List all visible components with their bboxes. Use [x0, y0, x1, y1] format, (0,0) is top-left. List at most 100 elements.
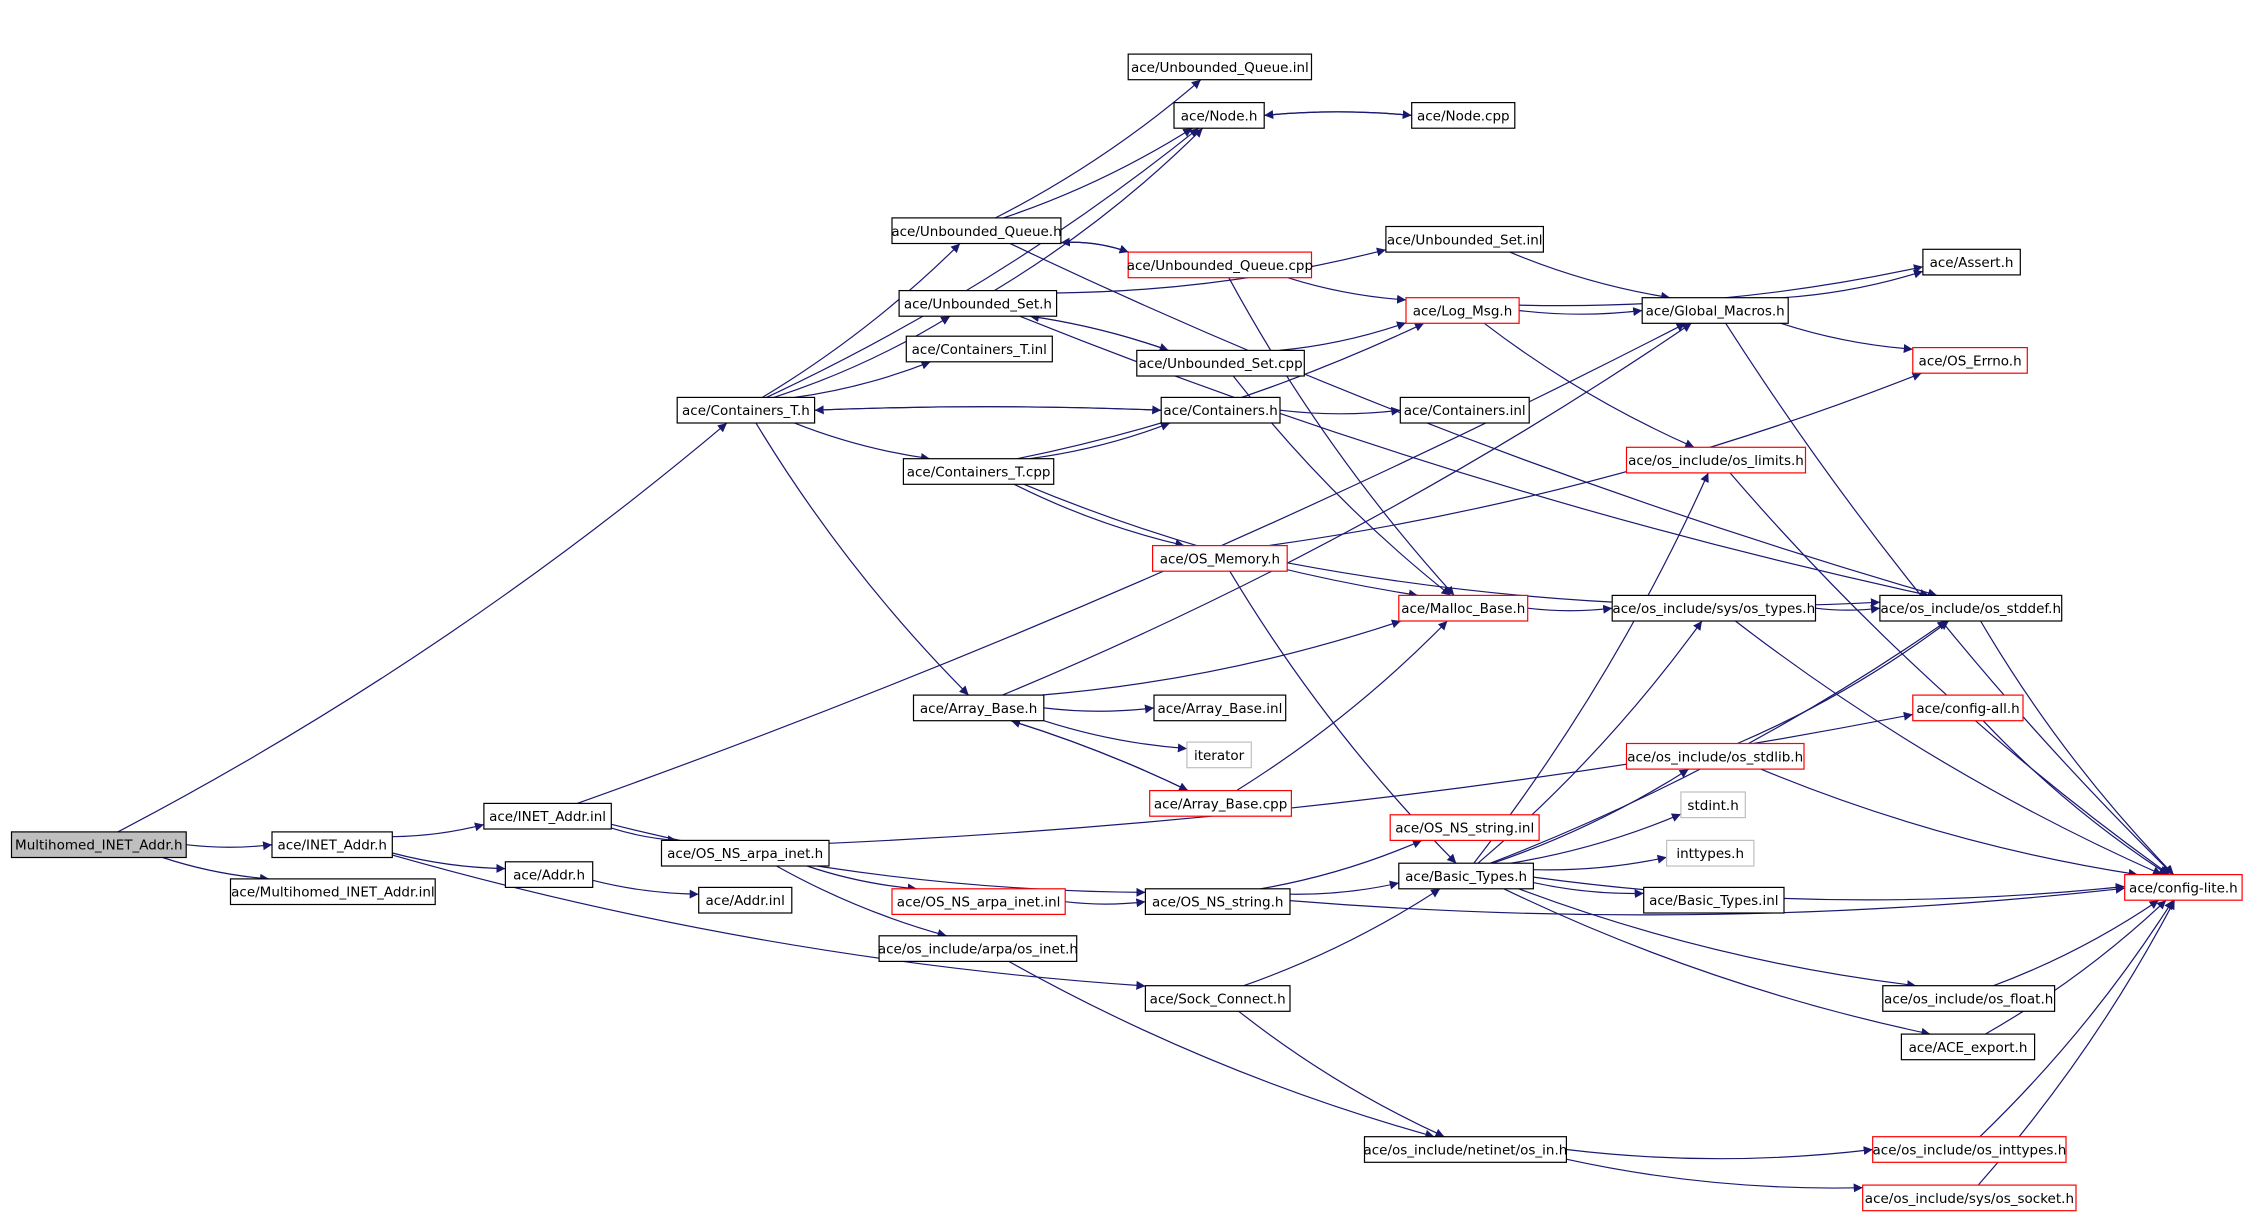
node-array-base-cpp[interactable]: ace/Array_Base.cpp [1149, 789, 1292, 817]
node-box [891, 888, 1066, 915]
node-assert-h[interactable]: ace/Assert.h [1922, 248, 2021, 276]
node-os-inet-h[interactable]: ace/os_include/arpa/os_inet.h [878, 935, 1078, 962]
edge-os_inttypes_h-to-config_lite_h [1979, 899, 2174, 1138]
edge-os_ns_string_h-to-config_lite_h [1289, 884, 2125, 916]
node-label: ace/Basic_Types.h [1405, 869, 1527, 885]
edge-unbounded_set_h-to-unbounded_set_inl [1056, 247, 1387, 294]
node-node-h[interactable]: ace/Node.h [1173, 101, 1265, 129]
node-box [1144, 985, 1291, 1012]
node-os-float-h[interactable]: ace/os_include/os_float.h [1882, 985, 2056, 1012]
node-os-inttypes-h[interactable]: ace/os_include/os_inttypes.h [1872, 1136, 2067, 1163]
node-containers-t-inl[interactable]: ace/Containers_T.inl [905, 335, 1053, 363]
edge-os_ns_arpa_inet_inl-to-os_ns_string_h [1065, 898, 1146, 908]
edge-global_macros_h-to-os_errno_h [1780, 322, 1913, 354]
node-inet-addr-inl[interactable]: ace/INET_Addr.inl [483, 802, 612, 830]
node-config-lite-h[interactable]: ace/config-lite.h [2124, 873, 2243, 901]
node-array-base-h[interactable]: ace/Array_Base.h [912, 694, 1045, 722]
node-label: ace/OS_Errno.h [1919, 353, 2022, 369]
edge-basic_types_h-to-os_float_h [1518, 888, 1917, 990]
edge-containers_t_h-to-array_base_h [755, 422, 970, 696]
node-unbounded-set-h[interactable]: ace/Unbounded_Set.h [898, 290, 1058, 317]
node-box [1912, 347, 2028, 374]
edge-malloc_base_h-to-os_types_h [1527, 604, 1613, 614]
node-label: ace/os_include/sys/os_socket.h [1865, 1191, 2074, 1207]
node-label: ace/OS_Memory.h [1160, 551, 1280, 567]
node-addr-inl[interactable]: ace/Addr.inl [698, 886, 793, 914]
node-unbounded-queue-cpp[interactable]: ace/Unbounded_Queue.cpp [1127, 251, 1313, 279]
node-os-limits-h[interactable]: ace/os_include/os_limits.h [1625, 446, 1807, 474]
node-basic-types-inl[interactable]: ace/Basic_Types.inl [1643, 886, 1785, 914]
node-containers-t-cpp[interactable]: ace/Containers_T.cpp [902, 458, 1055, 485]
node-config-all-h[interactable]: ace/config-all.h [1912, 694, 2024, 722]
node-unbounded-set-cpp[interactable]: ace/Unbounded_Set.cpp [1136, 349, 1305, 377]
node-box [1153, 694, 1287, 722]
node-containers-t-h[interactable]: ace/Containers_T.h [676, 396, 816, 424]
node-unbounded-queue-inl[interactable]: ace/Unbounded_Queue.inl [1127, 53, 1313, 81]
node-basic-types-h[interactable]: ace/Basic_Types.h [1398, 862, 1535, 890]
node-node-cpp[interactable]: ace/Node.cpp [1411, 101, 1516, 129]
edge-array_base_cpp-to-malloc_base_h [1236, 620, 1448, 792]
node-box [483, 802, 612, 830]
node-os-memory-h[interactable]: ace/OS_Memory.h [1151, 544, 1288, 572]
node-label: ace/Assert.h [1930, 255, 2014, 271]
edge-containers_t_cpp-to-containers_h [1029, 422, 1171, 460]
node-os-ns-arpa-inet-inl[interactable]: ace/OS_NS_arpa_inet.inl [891, 888, 1066, 915]
node-iterator[interactable]: iterator [1186, 741, 1252, 769]
node-os-stddef-h[interactable]: ace/os_include/os_stddef.h [1879, 594, 2063, 622]
node-inet-addr-h[interactable]: ace/INET_Addr.h [271, 831, 393, 859]
node-unbounded-queue-h[interactable]: ace/Unbounded_Queue.h [891, 217, 1062, 245]
node-os-stdlib-h[interactable]: ace/os_include/os_stdlib.h [1625, 742, 1805, 770]
edge-os_stdlib_h-to-os_stddef_h [1737, 620, 1950, 745]
node-box [676, 396, 816, 424]
node-ace-export-h[interactable]: ace/ACE_export.h [1900, 1033, 2036, 1061]
edge-containers_h-to-containers_inl [1279, 406, 1401, 416]
node-os-types-h[interactable]: ace/os_include/sys/os_types.h [1611, 594, 1817, 622]
node-containers-inl[interactable]: ace/Containers.inl [1399, 396, 1530, 424]
node-box [698, 886, 793, 914]
node-os-errno-h[interactable]: ace/OS_Errno.h [1912, 347, 2028, 374]
edge-containers_t_h-to-unbounded_queue_h [762, 243, 961, 398]
node-global-macros-h[interactable]: ace/Global_Macros.h [1641, 297, 1789, 324]
node-os-ns-string-h[interactable]: ace/OS_NS_string.h [1144, 888, 1291, 915]
node-label: ace/INET_Addr.inl [489, 809, 606, 825]
node-os-socket-h[interactable]: ace/os_include/sys/os_socket.h [1862, 1184, 2077, 1212]
node-label: ace/os_include/os_stddef.h [1881, 601, 2061, 617]
node-root[interactable]: Multihomed_INET_Addr.h [10, 831, 187, 859]
node-label: stdint.h [1687, 798, 1738, 814]
edge-os_ns_arpa_inet_h-to-os_inet_h [776, 865, 947, 938]
node-box [271, 831, 393, 859]
node-array-base-inl[interactable]: ace/Array_Base.inl [1153, 694, 1287, 722]
node-addr-h[interactable]: ace/Addr.h [504, 861, 594, 888]
edge-ace_export_h-to-config_lite_h [1985, 899, 2167, 1035]
node-label: ace/Unbounded_Set.h [904, 296, 1052, 312]
node-label: ace/config-all.h [1916, 701, 2019, 717]
edge-unbounded_queue_cpp-to-log_msg_h [1287, 277, 1407, 304]
node-containers-h[interactable]: ace/Containers.h [1160, 396, 1281, 424]
edge-os_inet_h-to-os_in_h [1008, 960, 1435, 1139]
node-log-msg-h[interactable]: ace/Log_Msg.h [1405, 297, 1520, 324]
edge-os_stdlib_h-to-config_lite_h [1760, 768, 2138, 878]
node-box [1127, 251, 1313, 279]
node-os-ns-arpa-inet-h[interactable]: ace/OS_NS_arpa_inet.h [660, 839, 830, 867]
node-unbounded-set-inl[interactable]: ace/Unbounded_Set.inl [1385, 225, 1545, 253]
node-multihomed-inl[interactable]: ace/Multihomed_INET_Addr.inl [229, 878, 436, 906]
node-malloc-base-h[interactable]: ace/Malloc_Base.h [1398, 594, 1529, 622]
edge-os_ns_arpa_inet_h-to-config_all_h [828, 711, 1913, 844]
node-stdint-h[interactable]: stdint.h [1680, 791, 1746, 819]
node-label: ace/os_include/arpa/os_inet.h [878, 942, 1078, 958]
node-label: ace/Addr.inl [706, 893, 785, 909]
node-sock-connect-h[interactable]: ace/Sock_Connect.h [1144, 985, 1291, 1012]
node-box [1160, 396, 1281, 424]
node-label: ace/Multihomed_INET_Addr.inl [231, 885, 435, 901]
edge-containers_t_cpp-to-malloc_base_h [1023, 483, 1418, 599]
edge-log_msg_h-to-os_limits_h [1483, 322, 1695, 448]
edge-basic_types_h-to-os_stddef_h [1490, 620, 1948, 864]
edge-containers_t_h-to-containers_t_inl [794, 360, 931, 398]
edge-os_float_h-to-config_lite_h [1993, 899, 2160, 987]
node-inttypes-h[interactable]: inttypes.h [1665, 839, 1755, 867]
node-os-ns-string-inl[interactable]: ace/OS_NS_string.inl [1389, 814, 1540, 841]
node-box [1127, 53, 1313, 81]
node-os-in-h[interactable]: ace/os_include/netinet/os_in.h [1363, 1136, 1567, 1163]
